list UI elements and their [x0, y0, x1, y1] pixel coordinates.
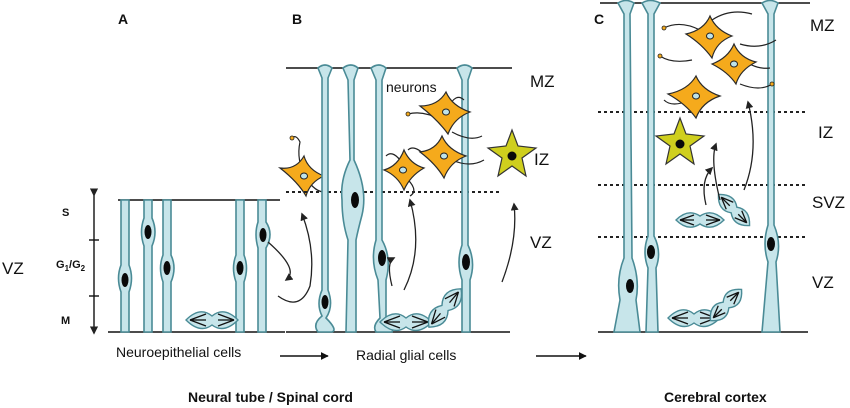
dividing-cells-c [667, 193, 751, 328]
phase-g1g2-label: G1/G2 [56, 259, 86, 273]
panel-a-label: A [118, 11, 128, 27]
panel-c-label: C [594, 11, 604, 27]
panel-c: C MZ IZ SVZ VZ [594, 0, 845, 405]
zone-vz-c: VZ [812, 273, 834, 292]
zone-vz-b: VZ [530, 233, 552, 252]
zone-iz-b: IZ [534, 150, 549, 169]
neural-tube-label: Neural tube / Spinal cord [188, 389, 353, 405]
radial-glial-label: Radial glial cells [356, 347, 456, 363]
dividing-cell-a [185, 311, 239, 330]
neurons-label: neurons [386, 79, 437, 95]
neurons-b [382, 90, 485, 197]
zone-mz-b: MZ [530, 72, 555, 91]
radial-glial-cells-c [613, 0, 781, 333]
panel-a: A S G1/G2 M VZ [2, 11, 353, 405]
phase-s-label: S [62, 207, 69, 219]
dividing-cells-b [379, 288, 463, 332]
star-neuron-c [654, 116, 706, 166]
neuroepithelial-label: Neuroepithelial cells [116, 344, 241, 360]
zone-mz-c: MZ [810, 16, 835, 35]
neuroepithelial-cells [117, 199, 271, 333]
panel-b-label: B [292, 11, 302, 27]
zone-svz-c: SVZ [812, 193, 845, 212]
panel-b: B MZ IZ VZ [286, 11, 555, 363]
zone-vz-a: VZ [2, 259, 24, 278]
cerebral-cortex-label: Cerebral cortex [664, 389, 767, 405]
neurons-c [657, 11, 777, 120]
star-neuron-b [486, 128, 538, 178]
phase-m-label: M [61, 315, 70, 327]
radial-glial-cells-b [314, 64, 474, 333]
neuron-a [277, 135, 329, 198]
phase-bracket: S G1/G2 M [56, 188, 99, 335]
zone-iz-c: IZ [818, 123, 833, 142]
